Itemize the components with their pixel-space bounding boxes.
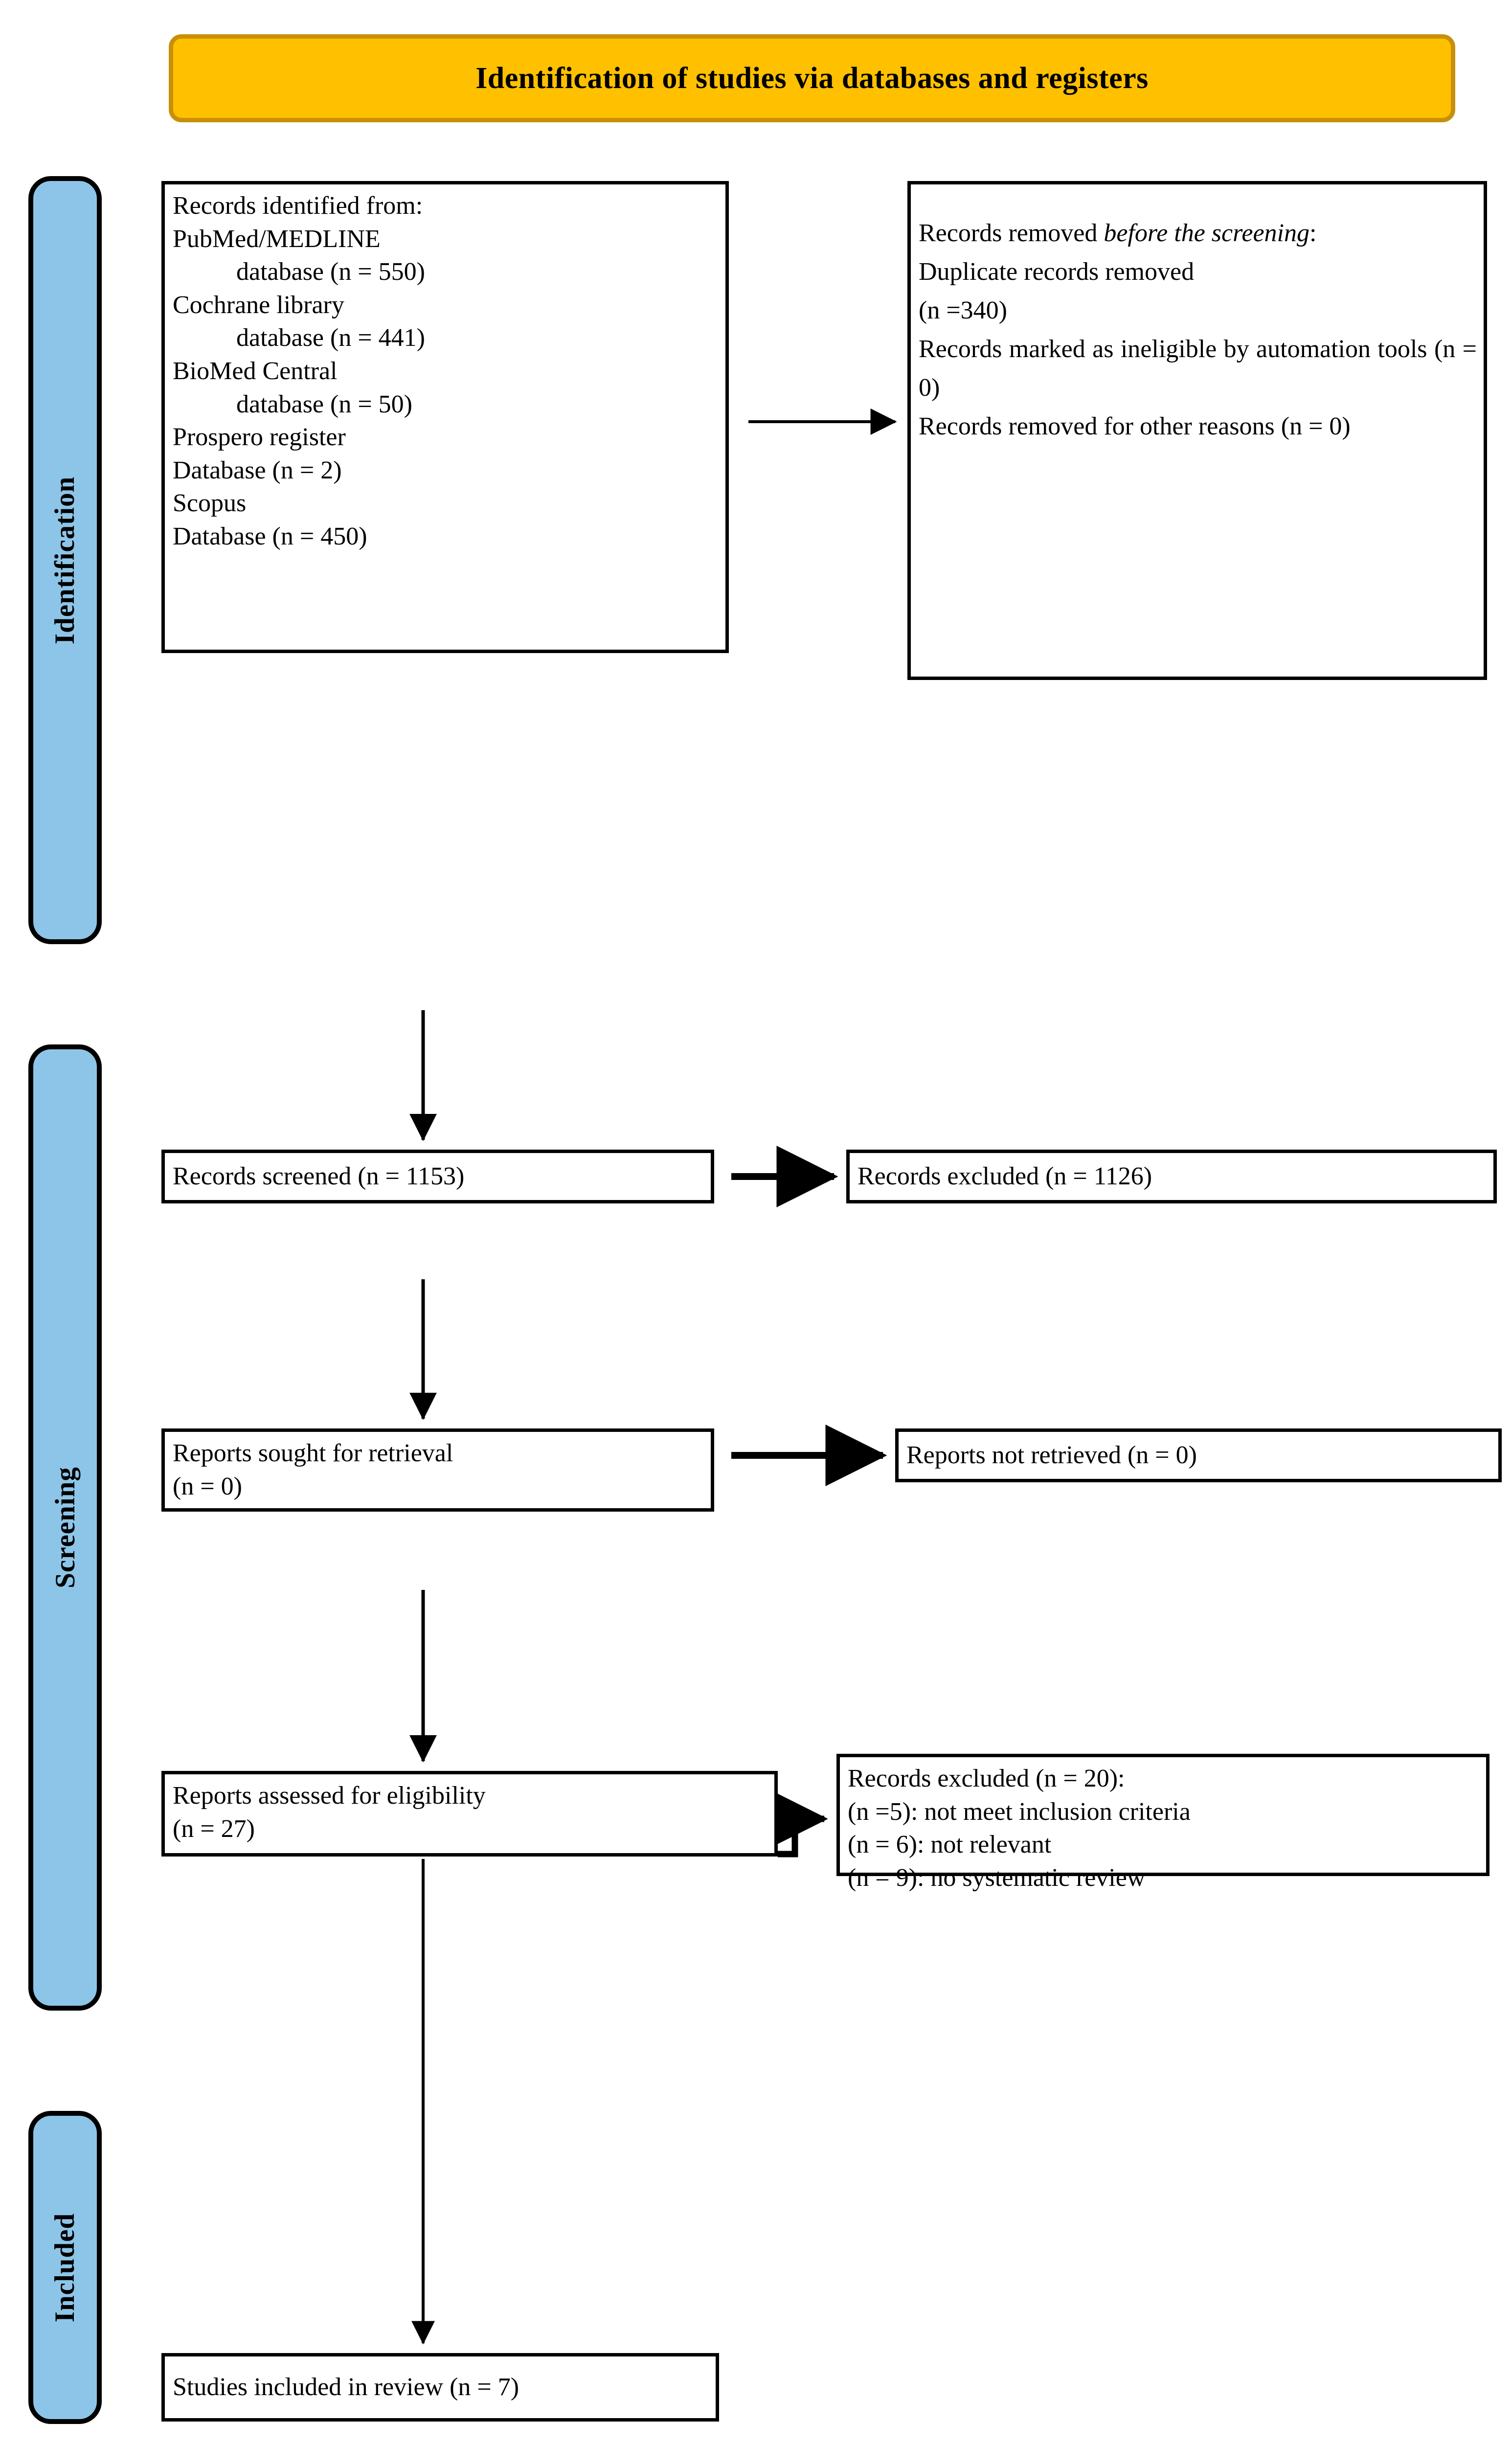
box-records-identified-text: Records identified from: PubMed/MEDLINE … <box>173 192 425 550</box>
box-reports-not-retrieved: Reports not retrieved (n = 0) <box>895 1428 1502 1482</box>
stage-band-included-label: Included <box>49 2213 81 2322</box>
box-records-excluded-screening-text: Records excluded (n = 1126) <box>858 1162 1152 1191</box>
removed-lead: Records removed <box>919 219 1104 247</box>
removed-rest: : Duplicate records removed (n =340) Rec… <box>919 219 1477 441</box>
box-reports-not-retrieved-text: Reports not retrieved (n = 0) <box>906 1441 1197 1470</box>
box-reports-assessed-text: Reports assessed for eligibility (n = 27… <box>173 1782 486 1843</box>
box-reports-assessed-for-eligibility: Reports assessed for eligibility (n = 27… <box>161 1771 778 1857</box>
stage-band-screening: Screening <box>28 1044 102 2011</box>
box-records-excluded-eligibility: Records excluded (n = 20): (n =5): not m… <box>836 1754 1489 1892</box>
diagram-header-banner: Identification of studies via databases … <box>169 34 1455 122</box>
stage-band-identification-label: Identification <box>49 476 81 644</box>
box-records-excluded-screening: Records excluded (n = 1126) <box>846 1150 1497 1203</box>
banner-title: Identification of studies via databases … <box>475 61 1149 95</box>
box-reports-sought-for-retrieval: Reports sought for retrieval (n = 0) <box>161 1428 714 1512</box>
box-records-identified: Records identified from: PubMed/MEDLINE … <box>161 181 729 653</box>
box-studies-included-text: Studies included in review (n = 7) <box>173 2373 519 2401</box>
box-records-removed-before-screening: Records removed before the screening: Du… <box>907 181 1487 680</box>
arrow-assessed-to-excluded <box>770 1790 828 1857</box>
stage-band-identification: Identification <box>28 176 102 944</box>
box-records-screened-text: Records screened (n = 1153) <box>173 1162 465 1191</box>
stage-band-screening-label: Screening <box>49 1467 81 1588</box>
stage-band-included: Included <box>28 2111 102 2424</box>
box-studies-included-in-review: Studies included in review (n = 7) <box>161 2353 719 2422</box>
box-reports-sought-text: Reports sought for retrieval (n = 0) <box>173 1439 453 1500</box>
box-records-excluded-eligibility-text: Records excluded (n = 20): (n =5): not m… <box>848 1765 1191 1892</box>
box-records-removed-text: Records removed before the screening: Du… <box>919 214 1477 446</box>
removed-italic: before the screening <box>1104 219 1309 247</box>
box-records-screened: Records screened (n = 1153) <box>161 1150 714 1203</box>
